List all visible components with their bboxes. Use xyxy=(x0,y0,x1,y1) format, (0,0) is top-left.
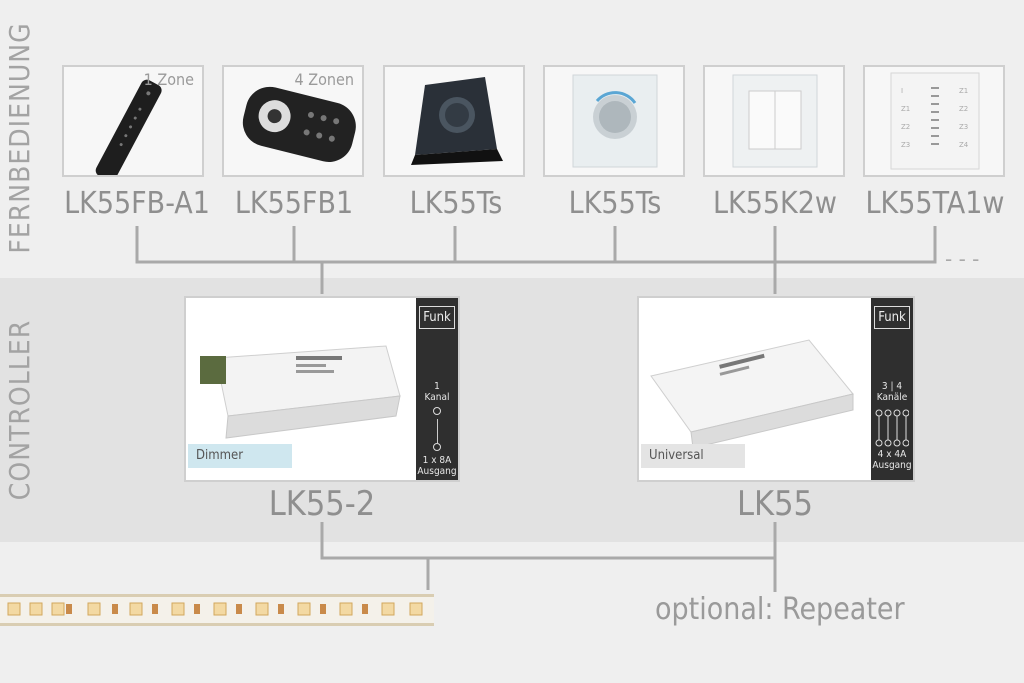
zone-label: 4 Zonen xyxy=(294,70,355,89)
continuation-dashes: - - - xyxy=(945,247,979,271)
remote-card-3[interactable] xyxy=(383,65,525,177)
svg-text:Z2: Z2 xyxy=(959,105,968,113)
svg-text:Z3: Z3 xyxy=(901,141,910,149)
optional-repeater-label: optional: Repeater xyxy=(655,592,905,627)
remote-label-4: LK55Ts xyxy=(568,186,662,221)
type-tag: Universal xyxy=(641,444,745,468)
remote-label-3: LK55Ts xyxy=(409,186,503,221)
channel-count: 3 | 4 Kanäle xyxy=(876,381,908,403)
remote-card-4[interactable] xyxy=(543,65,685,177)
radio-badge: Funk xyxy=(874,306,910,329)
remote-label-2: LK55FB1 xyxy=(234,186,354,221)
svg-text:Z3: Z3 xyxy=(959,123,968,131)
controller-card-lk55[interactable]: Funk 3 | 4 Kanäle 4 x 4A Ausgang Univers… xyxy=(637,296,915,482)
spec-panel: Funk 1 Kanal 1 x 8A Ausgang xyxy=(416,298,458,480)
remote-card-2[interactable]: 4 Zonen xyxy=(222,65,364,177)
output-rating: 1 x 8A Ausgang xyxy=(417,455,457,477)
controller-label-lk55-2: LK55-2 xyxy=(268,484,376,524)
type-tag: Dimmer xyxy=(188,444,292,468)
remote-card-5[interactable] xyxy=(703,65,845,177)
remote-label-1: LK55FB-A1 xyxy=(64,186,210,221)
zone-label: 1 Zone xyxy=(143,70,194,89)
remote-label-6: LK55TA1w xyxy=(865,186,1005,221)
svg-text:Z1: Z1 xyxy=(901,105,910,113)
controller-image xyxy=(200,345,401,439)
controller-image xyxy=(650,339,854,449)
remote-label-5: LK55K2w xyxy=(713,186,837,221)
output-rating: 4 x 4A Ausgang xyxy=(872,449,912,471)
channel-count: 1 Kanal xyxy=(424,381,450,403)
remote-card-1[interactable]: 1 Zone xyxy=(62,65,204,177)
radio-badge: Funk xyxy=(419,306,455,329)
svg-text:Z1: Z1 xyxy=(959,87,968,95)
controller-label-lk55: LK55 xyxy=(736,484,813,524)
svg-text:I: I xyxy=(901,87,903,95)
spec-panel: Funk 3 | 4 Kanäle 4 x 4A Ausgang xyxy=(871,298,913,480)
svg-text:Z4: Z4 xyxy=(959,141,969,149)
controller-card-lk55-2[interactable]: Funk 1 Kanal 1 x 8A Ausgang Dimmer xyxy=(184,296,460,482)
svg-text:Z2: Z2 xyxy=(901,123,910,131)
led-strip-image xyxy=(0,594,434,626)
